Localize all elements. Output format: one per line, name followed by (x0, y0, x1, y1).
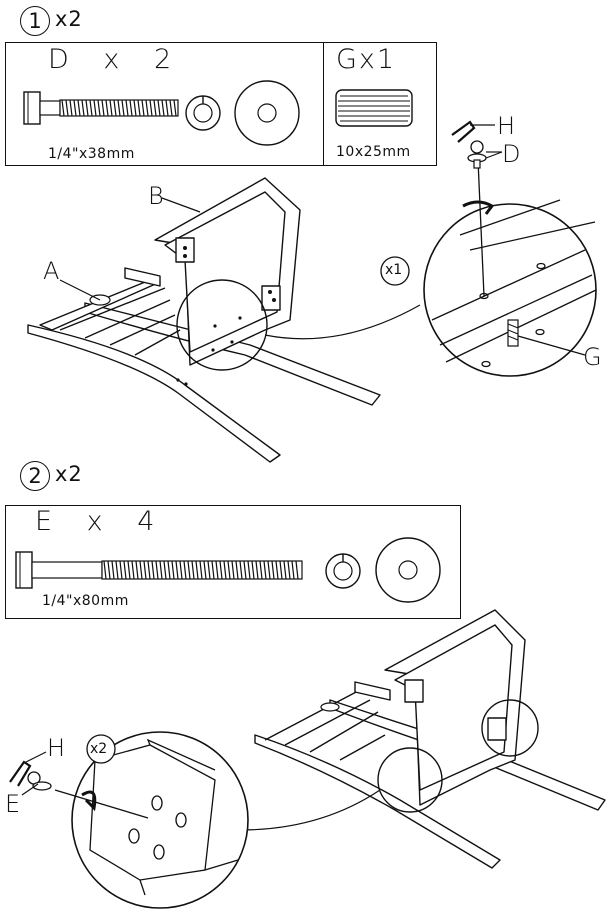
step-2-number: 2 (20, 461, 50, 491)
step-2-multiplier: x2 (55, 462, 83, 486)
bolt-e-icon (15, 551, 303, 589)
parts-box-divider (323, 42, 325, 166)
callout-b: B (148, 182, 164, 210)
callout-g: G (583, 343, 602, 371)
step-2-chair-illustration (9, 609, 606, 909)
bolt-d-size: 1/4"x38mm (48, 146, 135, 162)
bolt-d-letter: D (48, 44, 73, 75)
bolt-d-qty: 2 (153, 44, 176, 75)
callout-x2-step-2: x2 (90, 741, 108, 757)
callout-e-step-2: E (5, 790, 21, 818)
step-1-number-text: 1 (28, 8, 42, 33)
bolt-e-times: x (86, 506, 107, 537)
parts-box-step-2 (5, 505, 461, 619)
lock-washer-icon (185, 95, 221, 131)
flat-washer-e-icon (375, 537, 441, 603)
flat-washer-icon (234, 80, 300, 146)
dowel-g-size: 10x25mm (336, 144, 411, 160)
step-2-number-text: 2 (28, 463, 42, 488)
dowel-g-header: Gx1 (336, 44, 397, 75)
dowel-g-icon (335, 89, 413, 127)
callout-d: D (502, 140, 521, 168)
callout-h-step-2: H (47, 734, 66, 762)
bolt-d-times: x (103, 44, 124, 75)
step-1-chair-illustration (27, 120, 597, 463)
bolt-d-header: D x 2 (48, 44, 175, 75)
bolt-e-size: 1/4"x80mm (42, 593, 129, 609)
lock-washer-e-icon (325, 553, 361, 589)
bolt-e-header: E x 4 (35, 506, 158, 537)
step-1-multiplier: x2 (55, 7, 83, 31)
callout-x1: x1 (385, 262, 403, 278)
bolt-e-letter: E (35, 506, 57, 537)
bolt-e-qty: 4 (137, 506, 159, 537)
bolt-d-icon (23, 91, 179, 125)
callout-h: H (497, 112, 516, 140)
callout-a: A (43, 257, 60, 285)
parts-box-step-1 (5, 42, 437, 166)
step-1-number: 1 (20, 6, 50, 36)
